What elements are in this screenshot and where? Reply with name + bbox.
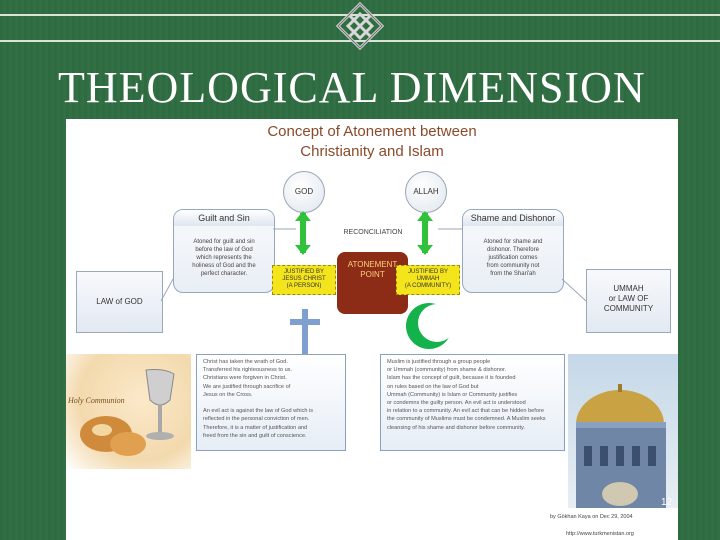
dome-of-the-rock-image xyxy=(568,354,678,508)
holy-communion-image: Holy Communion xyxy=(66,354,191,469)
christ-explanation-box: Christ has taken the wrath of God.Transf… xyxy=(196,354,346,451)
christ-text: Christ has taken the wrath of God.Transf… xyxy=(203,358,341,440)
dome-mosque-icon xyxy=(568,354,678,508)
credit-line-1: by Gökhan Kaya on Dec 29, 2004 xyxy=(550,514,633,520)
cross-icon xyxy=(286,309,326,355)
credit-line-2: http://www.turkmenistan.org xyxy=(566,531,634,537)
holy-communion-label: Holy Communion xyxy=(68,396,125,405)
page-number: 12 xyxy=(661,497,672,508)
slide-title: THEOLOGICAL DIMENSION xyxy=(58,62,698,113)
muslim-explanation-box: Muslim is justified through a group peop… xyxy=(380,354,565,451)
celtic-knot-ornament-icon xyxy=(330,0,390,56)
muslim-text: Muslim is justified through a group peop… xyxy=(387,358,562,432)
crescent-moon-icon xyxy=(404,301,454,351)
atonement-diagram: Concept of Atonement between Christianit… xyxy=(66,119,678,540)
chalice-and-bread-icon xyxy=(66,354,191,469)
